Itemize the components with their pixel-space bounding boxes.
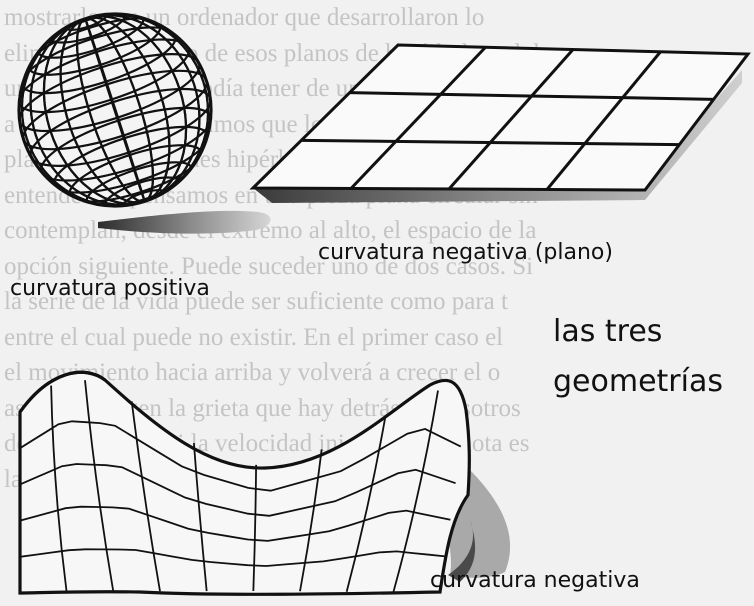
saddle-grid-vertical-line bbox=[392, 390, 439, 593]
plane-grid-column-line bbox=[545, 50, 662, 191]
saddle-grid-vertical-line bbox=[50, 385, 68, 593]
background-text-line: opción siguiente. Puede suceder uno de d… bbox=[4, 252, 534, 280]
sphere-figure bbox=[17, 12, 271, 234]
sphere-outline bbox=[17, 12, 213, 208]
saddle-grid-lines bbox=[19, 380, 462, 593]
label-negative-curvature: curvatura negativa bbox=[430, 568, 640, 593]
saddle-grid-vertical-line bbox=[299, 449, 323, 592]
saddle-surface bbox=[18, 370, 471, 596]
background-text-line: la serie de la vida puede ser suficiente… bbox=[4, 288, 508, 315]
label-flat-curvature: curvatura negativa (plano) bbox=[318, 240, 613, 265]
saddle-rear-ridge bbox=[18, 370, 106, 413]
plane-grid-column-line bbox=[349, 46, 487, 190]
saddle-grid-vertical-line bbox=[84, 380, 115, 592]
plane-grid-column-line bbox=[447, 48, 575, 190]
saddle-grid-horizontal-line bbox=[19, 420, 462, 492]
label-positive-curvature: curvatura positiva bbox=[10, 276, 210, 301]
saddle-grid-vertical-line bbox=[130, 401, 161, 592]
plane-surface bbox=[249, 43, 751, 192]
saddle-grid-horizontal-line bbox=[19, 548, 446, 567]
plane-grid-row-line bbox=[349, 91, 714, 101]
plane-grid-lines bbox=[301, 46, 714, 191]
plane-grid-row-line bbox=[301, 138, 680, 147]
title-line-2: geometrías bbox=[553, 364, 723, 399]
background-text-line: entre el cual puede no existir. En el pr… bbox=[4, 323, 504, 351]
plane-figure bbox=[249, 43, 751, 203]
sphere-shadow bbox=[98, 210, 271, 234]
saddle-figure bbox=[18, 370, 511, 596]
saddle-shadow-dark bbox=[448, 520, 476, 582]
saddle-grid-horizontal-line bbox=[19, 505, 451, 542]
saddle-grid-vertical-line bbox=[345, 415, 387, 592]
saddle-grid-vertical-line bbox=[192, 443, 208, 592]
saddle-grid-vertical-line bbox=[252, 464, 258, 592]
title-line-1: las tres bbox=[553, 314, 663, 349]
saddle-grid-horizontal-line bbox=[19, 463, 456, 517]
background-text-line: contemplan, desde el extremo al alto, el… bbox=[4, 217, 537, 244]
